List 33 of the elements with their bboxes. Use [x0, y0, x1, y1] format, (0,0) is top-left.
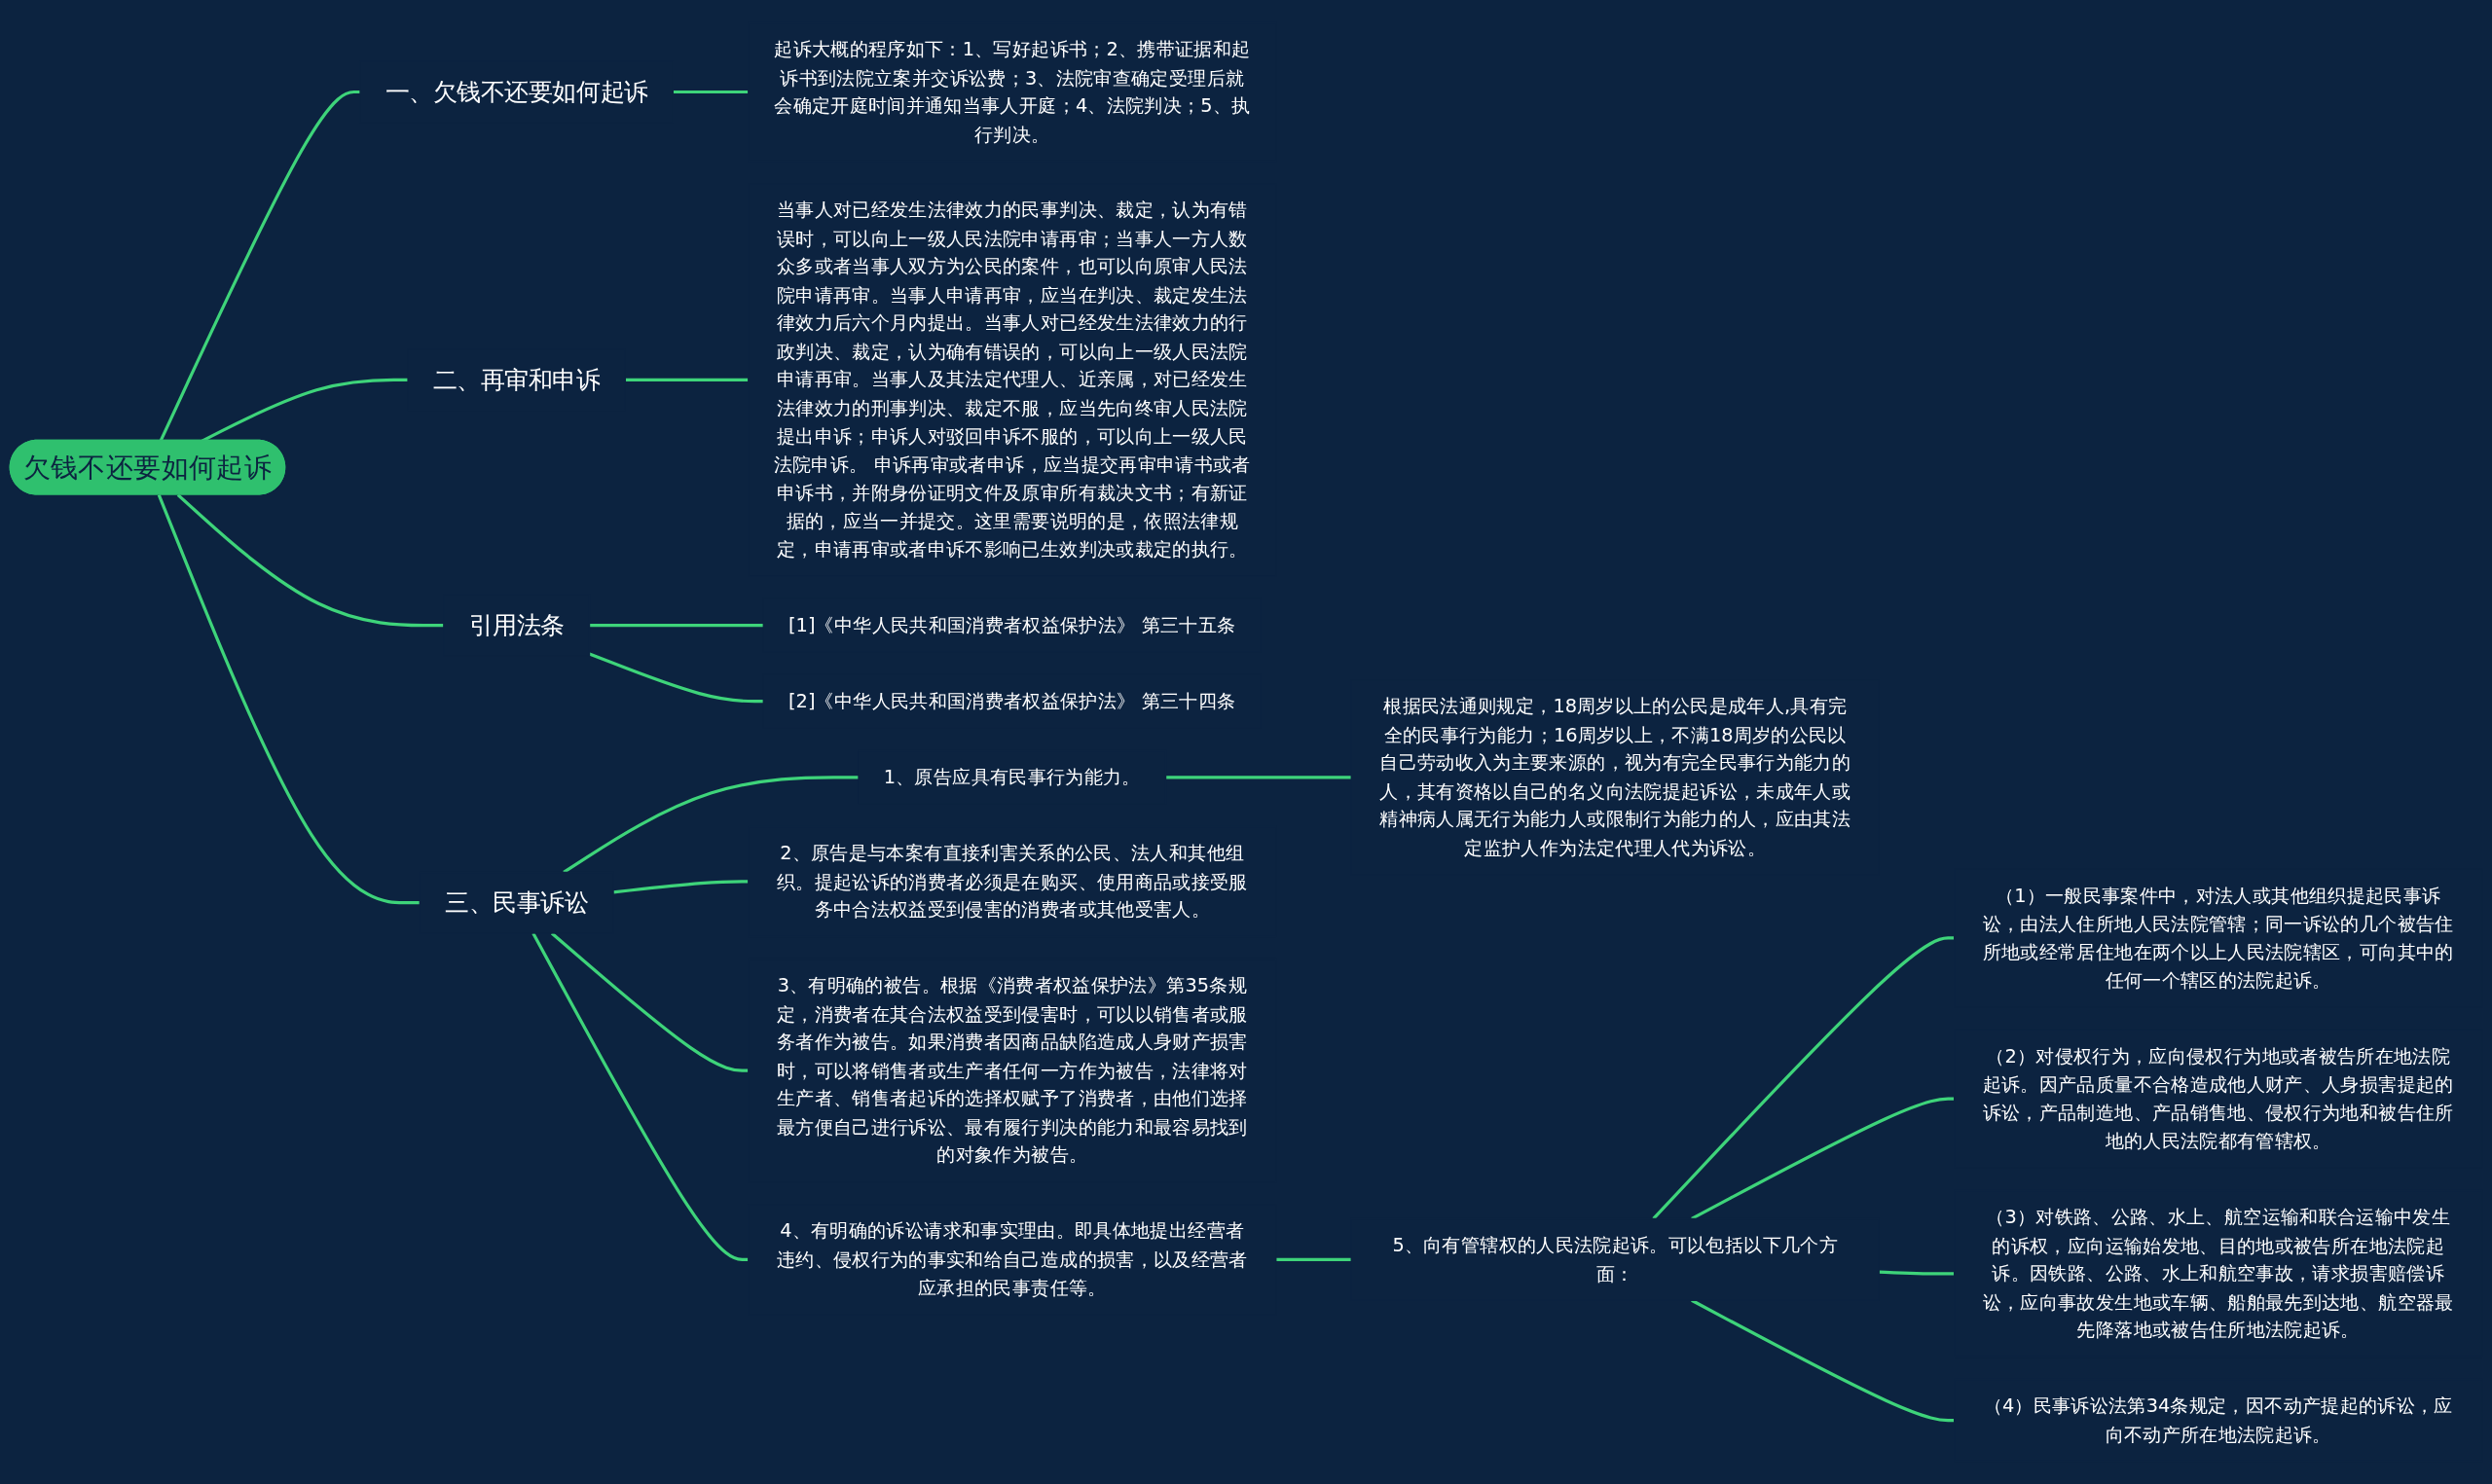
node-text: （2）对侵权行为，应向侵权行为地或者被告所在地法院起诉。因产品质量不合格造成他人财产、人身损害提起的诉讼，产品制造地、产品销售地、侵权行为地和被告住所地的人民法院都有管辖权。	[1982, 1044, 2454, 1153]
connector	[1652, 936, 1955, 1220]
connector	[1275, 1257, 1352, 1261]
node-text: 引用法条	[468, 611, 565, 639]
connector	[673, 90, 749, 94]
connector	[1691, 1097, 1955, 1220]
node-text: 根据民法通则规定，18周岁以上的公民是成年人,具有完全的民事行为能力；16周岁以上，不满18周岁的公民以自己劳动收入为主要来源的，视为有完全民事行为能力的人，其有资格以自己的名义向法院提起诉讼，未成年人或精神病人属无行为能力人或限制行为能力的人，应由其法定监护人作为法定代理人代为诉讼。	[1379, 695, 1851, 859]
connector	[1165, 776, 1352, 779]
connector	[588, 652, 764, 704]
node-text: 1、原告应具有民事行为能力。	[883, 765, 1141, 789]
connector	[563, 776, 859, 874]
node-text: 2、原告是与本案有直接利害关系的公民、法人和其他组织。提起讼诉的消费者必须是在购买、使用商品或接受服务中合法权益受到侵害的消费者或其他受害人。	[776, 841, 1248, 922]
connector	[531, 932, 749, 1261]
node-text: 三、民事诉讼	[445, 888, 589, 917]
connector	[176, 493, 444, 628]
node-text: 二、再审和申诉	[432, 365, 601, 394]
connector	[157, 494, 421, 905]
node-text: 4、有明确的诉讼请求和事实理由。即具体地提出经营者违约、侵权行为的事实和给自己造成的损害，以及经营者应承担的民事责任等。	[776, 1219, 1248, 1299]
node-text: [1]《中华人民共和国消费者权益保护法》 第三十五条	[788, 613, 1236, 636]
node-text: （4）民事诉讼法第34条规定，因不动产提起的诉讼，应向不动产所在地法院起诉。	[1983, 1394, 2453, 1446]
connector	[625, 378, 749, 381]
connector	[1879, 1270, 1955, 1276]
node-text: 起诉大概的程序如下：1、写好起诉书；2、携带证据和起诉书到法院立案并交诉讼费；3、法院审查确定受理后就会确定开庭时间并通知当事人开庭；4、法院判决；5、执行判决。	[774, 38, 1251, 146]
node-text: （1）一般民事案件中，对法人或其他组织提起民事诉讼，由法人住所地人民法院管辖；同一诉讼的几个被告住所地或经常居住地在两个以上人民法院辖区，可向其中的任何一个辖区的法院起诉。	[1982, 884, 2454, 992]
node-text: [2]《中华人民共和国消费者权益保护法》 第三十四条	[788, 689, 1236, 713]
connector	[550, 931, 749, 1072]
node-text: （3）对铁路、公路、水上、航空运输和联合运输中发生的诉权，应向运输始发地、目的地或被告所在地法院起诉。因铁路、公路、水上和航空事故，请求损害赔偿诉讼，应向事故发生地或车辆、船舶最先到达地、航空器最先降落地或被告住所地法院起诉。	[1982, 1205, 2454, 1342]
node-text: 5、向有管辖权的人民法院起诉。可以包括以下几个方面：	[1392, 1233, 1838, 1285]
node-text: 3、有明确的被告。根据《消费者权益保护法》第35条规定，消费者在其合法权益受到侵害时，可以以销售者或服务者作为被告。如果消费者因商品缺陷造成人身财产损害时，可以将销售者或生产者任何一方作为被告，法律将对生产者、销售者起诉的选择权赋予了消费者，由他们选择最方便自己进行诉讼、最有履行判决的能力和最容易找到的对象作为被告。	[776, 974, 1248, 1167]
connector	[589, 624, 764, 628]
node-text: 一、欠钱不还要如何起诉	[385, 77, 648, 106]
connector	[159, 90, 360, 442]
node-text: 当事人对已经发生法律效力的民事判决、裁定，认为有错误时，可以向上一级人民法院申请再审；当事人一方人数众多或者当事人双方为公民的案件，也可以向原审人民法院申请再审。当事人申请再审，应当在判决、裁定发生法律效力后六个月内提出。当事人对已经发生法律效力的行政判决、裁定，认为确有错误的，可以向上一级人民法院申请再审。当事人及其法定代理人、近亲属，对已经发生法律效力的刑事判决、裁定不服，应当先向终审人民法院提出申诉；申诉人对驳回申诉不服的，可以向上一级人民法院申诉。 申诉再审或者申诉，应当提交再审申请书或者申诉书，并附身份证明文件及原审所有裁决文书；有新证据的，应当一并提交。这里需要说明的是，依照法律规定，申请再审或者申诉不影响已生效判决或裁定的执行。	[773, 199, 1251, 561]
